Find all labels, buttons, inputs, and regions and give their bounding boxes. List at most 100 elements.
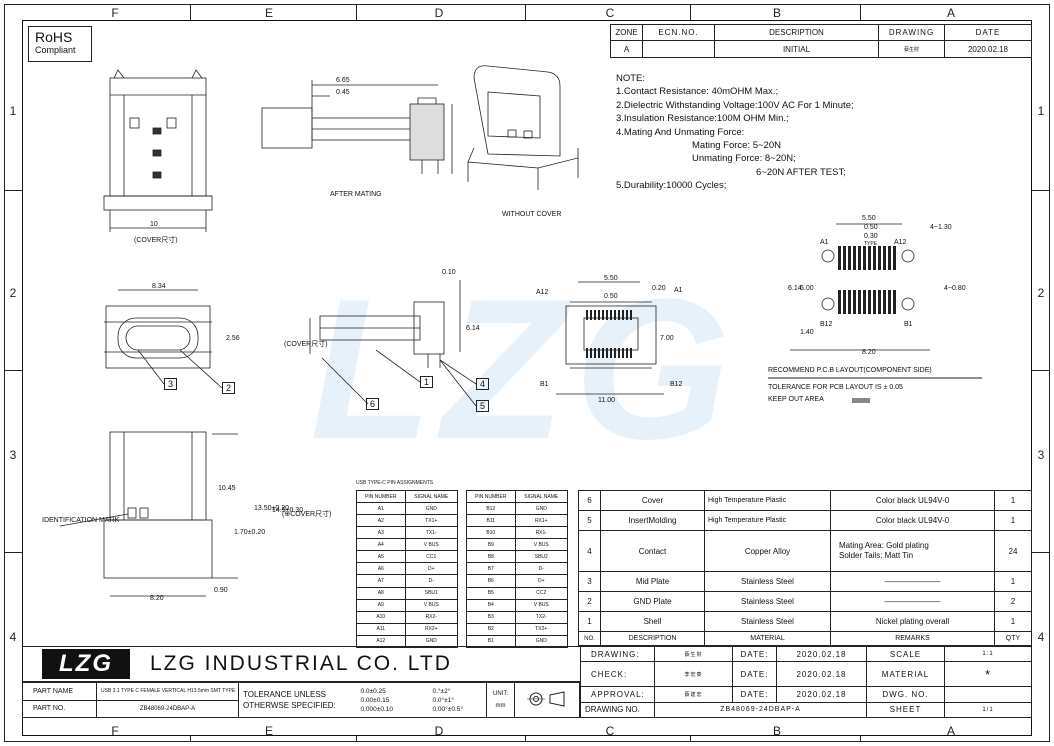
part-info-table: PART NAME USB 3.1 TYPE C FEMALE VERTICAL… bbox=[22, 682, 580, 718]
drawing-no-label: DRAWING NO. bbox=[580, 701, 655, 719]
bom-header: NO. bbox=[578, 631, 601, 646]
pin-label: B1 bbox=[540, 381, 549, 388]
bom-desc: InsertMolding bbox=[600, 509, 705, 531]
zone-col-label: D bbox=[434, 724, 444, 738]
front-view-top bbox=[103, 69, 213, 232]
bom-material: Stainless Steel bbox=[704, 611, 831, 632]
sheet-label: SHEET bbox=[866, 701, 945, 719]
tolerance-label: TOLERANCE UNLESS OTHERWSE SPECIFIED: bbox=[238, 682, 357, 718]
zone-col-label: B bbox=[772, 6, 781, 20]
pin-signal: SBU1 bbox=[404, 586, 459, 600]
dim-text: 2.56 bbox=[226, 335, 240, 342]
note-line: 2.Dielectric Withstanding Voltage:100V A… bbox=[616, 99, 854, 111]
pin-number: A3 bbox=[356, 526, 406, 540]
pin-table-header: SIGNAL NAME bbox=[404, 489, 459, 504]
pin-table-header: SIGNAL NAME bbox=[514, 489, 569, 504]
rohs-badge: RoHS Compliant bbox=[28, 26, 92, 62]
callout-5: 5 bbox=[476, 400, 489, 412]
pin-number: A8 bbox=[356, 586, 406, 600]
dim-text: 4~0.80 bbox=[944, 285, 966, 292]
pin-table-header: PIN NUMBER bbox=[356, 489, 406, 504]
pcb-layout-view bbox=[790, 223, 930, 351]
drawing-inner-frame bbox=[22, 20, 1032, 736]
pin-signal: CC2 bbox=[514, 586, 569, 600]
pin-number: A1 bbox=[356, 502, 406, 516]
zone-tick bbox=[690, 736, 691, 742]
drawing-label: DRAWING: bbox=[580, 645, 655, 663]
after-mating-view bbox=[261, 80, 453, 174]
pin-label: A1 bbox=[674, 287, 683, 294]
dim-text: 7.00 bbox=[660, 335, 674, 342]
pin-signal: RX1- bbox=[514, 526, 569, 540]
without-cover-view bbox=[467, 65, 579, 190]
note-line: 4.Mating And Unmating Force: bbox=[616, 126, 745, 138]
zone-row-label: 2 bbox=[1037, 286, 1045, 300]
dim-text: 6.14 bbox=[466, 325, 480, 332]
bom-qty: 2 bbox=[994, 591, 1032, 613]
unit-cell: UNIT: mm bbox=[486, 682, 515, 718]
bom-no: 1 bbox=[578, 611, 601, 632]
dim-text: 10 bbox=[150, 221, 158, 228]
part-name-label: PART NAME bbox=[22, 682, 97, 701]
check-label: CHECK: bbox=[580, 661, 655, 688]
bom-header: REMARKS bbox=[830, 631, 995, 646]
date-label: DATE: bbox=[732, 686, 777, 703]
rohs-title: RoHS bbox=[35, 29, 73, 45]
drawing-no-value: ZB48069-24DBAP-A bbox=[654, 701, 867, 719]
pin-table-title: USB TYPE-C PIN ASSIGNMENTS bbox=[356, 480, 434, 486]
zone-tick bbox=[1032, 370, 1050, 371]
zone-row-label: 4 bbox=[1037, 630, 1045, 644]
pin-number: A2 bbox=[356, 514, 406, 528]
side-view bbox=[309, 280, 461, 368]
dim-text: 0.20 bbox=[652, 285, 666, 292]
company-logo: LZG bbox=[42, 649, 130, 679]
pin-number: A11 bbox=[356, 622, 406, 636]
dim-text: 0.30 bbox=[864, 233, 878, 240]
pin-signal: CC1 bbox=[404, 550, 459, 564]
zone-col-label: E bbox=[264, 724, 273, 738]
pin-label: B1 bbox=[904, 321, 913, 328]
bom-no: 3 bbox=[578, 571, 601, 593]
pin-signal: RX1+ bbox=[514, 514, 569, 528]
unit-value: mm bbox=[495, 703, 506, 709]
callout-2: 2 bbox=[222, 382, 235, 394]
bom-header: QTY bbox=[994, 631, 1032, 646]
note-line: Unmating Force: 8~20N; bbox=[692, 153, 796, 165]
zone-row-label: 4 bbox=[9, 630, 17, 644]
zone-tick bbox=[525, 736, 526, 742]
bom-qty: 1 bbox=[994, 509, 1032, 531]
dim-text: 0.50 bbox=[604, 293, 618, 300]
bom-remark: Mating Area: Gold plating Solder Tails: … bbox=[830, 529, 995, 573]
scale-value: 1:1 bbox=[944, 645, 1032, 663]
bom-desc: Contact bbox=[600, 529, 705, 573]
callout-1: 1 bbox=[420, 376, 433, 388]
zone-row-label: 3 bbox=[1037, 448, 1045, 462]
pin-signal: D- bbox=[404, 574, 459, 588]
pin-number: B12 bbox=[466, 502, 516, 516]
callout-leaders bbox=[59, 349, 477, 527]
pin-signal: TX2- bbox=[514, 610, 569, 624]
pin-signal: RX2- bbox=[404, 610, 459, 624]
bom-no: 5 bbox=[578, 509, 601, 531]
note-line: 5.Durability:10000 Cycles; bbox=[616, 180, 727, 192]
pin-number: B6 bbox=[466, 574, 516, 588]
dwgno-label: DWG. NO. bbox=[866, 686, 945, 703]
view-caption: (COVER尺寸) bbox=[134, 235, 178, 244]
dim-text: 1.70±0.20 bbox=[234, 529, 265, 536]
zone-col-label: E bbox=[264, 6, 273, 20]
pin-number: B9 bbox=[466, 538, 516, 552]
bom-qty: 1 bbox=[994, 611, 1032, 632]
zone-tick bbox=[190, 736, 191, 742]
pin-number: B11 bbox=[466, 514, 516, 528]
pin-signal: GND bbox=[404, 502, 459, 516]
zone-col-label: B bbox=[772, 724, 781, 738]
top-view bbox=[104, 289, 212, 369]
part-name-value: USB 3.1 TYPE C FEMALE VERTICAL H13.5mm S… bbox=[96, 682, 239, 701]
pin-signal: SBU2 bbox=[514, 550, 569, 564]
pin-table-header: PIN NUMBER bbox=[466, 489, 516, 504]
zone-col-label: F bbox=[111, 6, 119, 20]
pin-number: A5 bbox=[356, 550, 406, 564]
zone-row-label: 2 bbox=[9, 286, 17, 300]
tolerance-linear: 0.0±0.25 0.00±0.15 0.000±0.10 bbox=[356, 682, 429, 718]
